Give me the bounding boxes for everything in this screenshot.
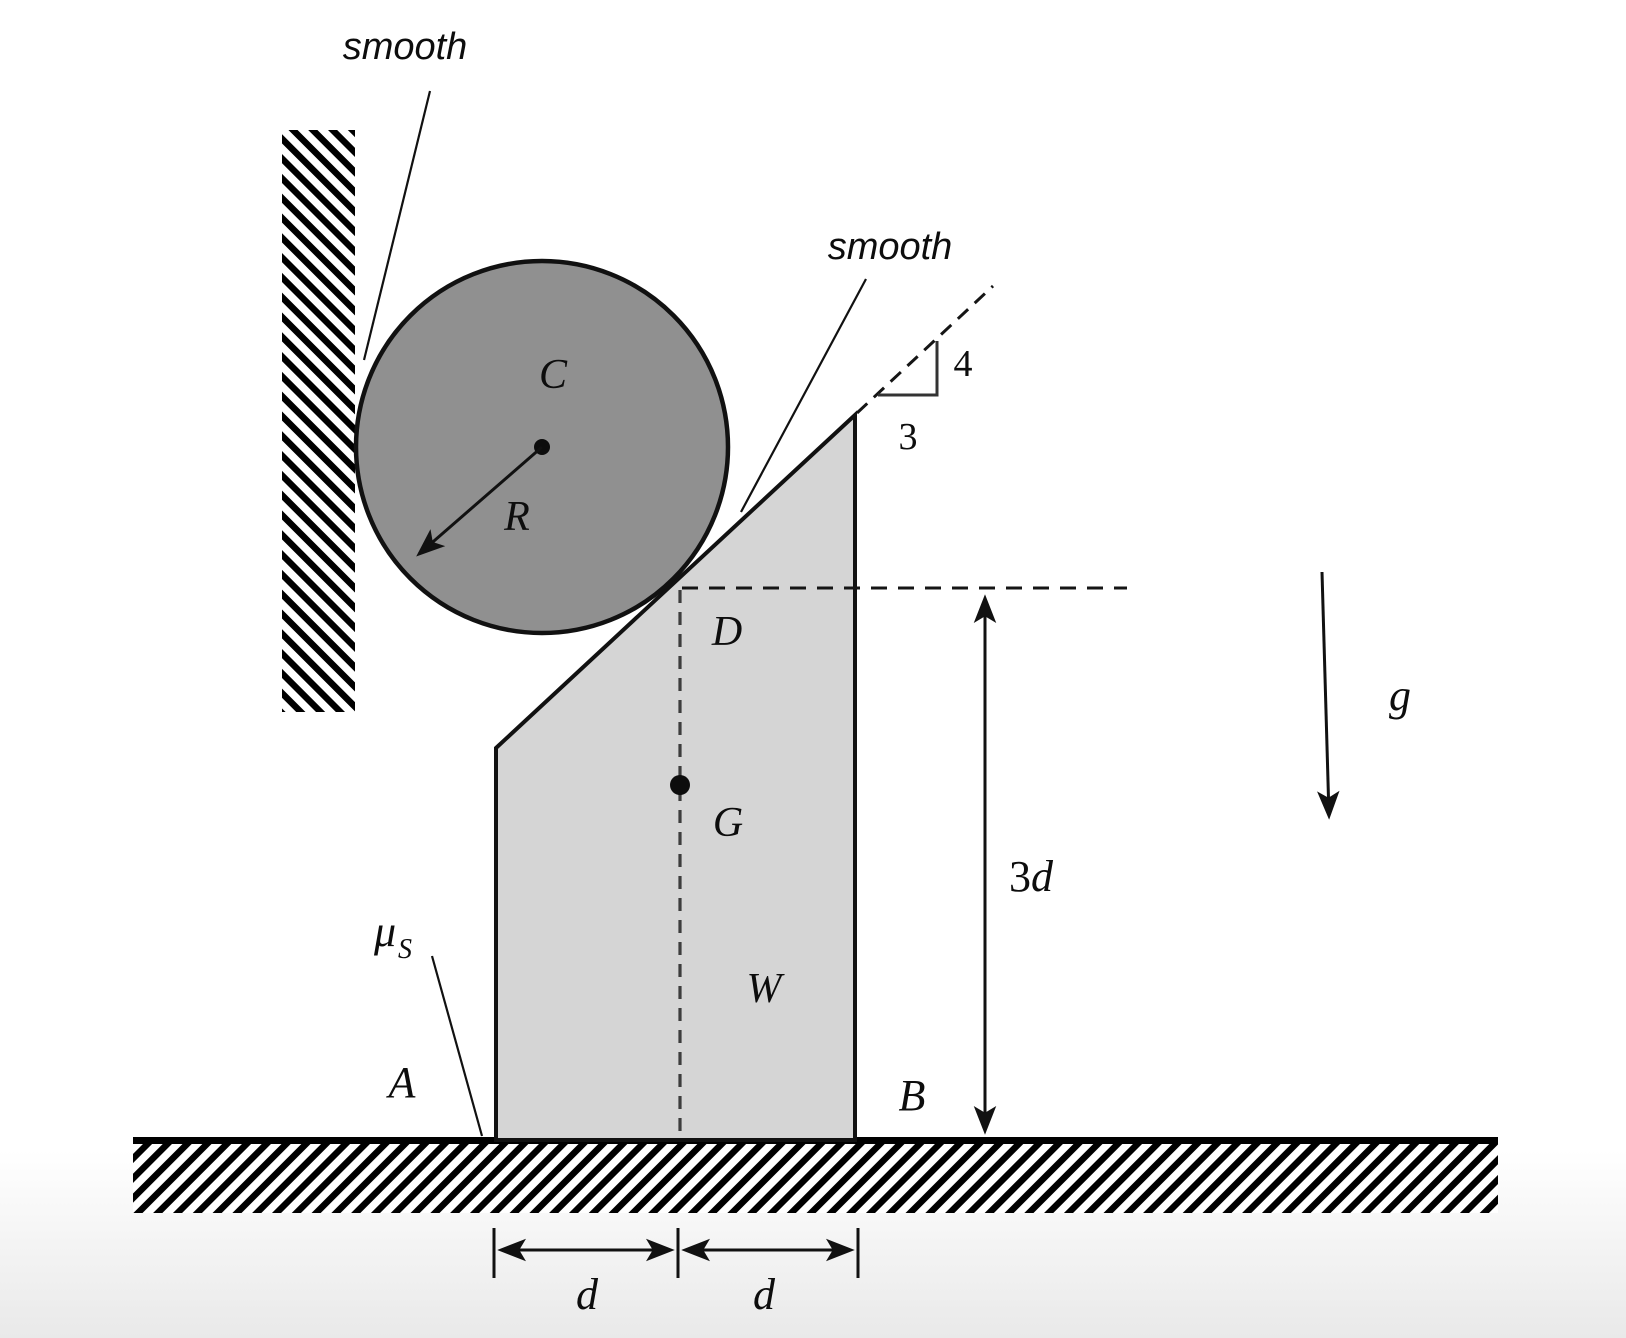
ground-hatch: [133, 1144, 1498, 1213]
weight-label: W: [746, 966, 782, 1012]
friction-coefficient-label: μS: [373, 907, 412, 964]
smooth-incline-leader-line: [740, 278, 867, 513]
gravity-center-dot: [670, 775, 690, 795]
height-variable: d: [1031, 852, 1053, 901]
slope-triangle: [878, 341, 939, 397]
dim-d-left-label: d: [576, 1270, 598, 1319]
radius-arrow: [416, 445, 543, 557]
smooth-wall-label: smooth: [342, 26, 468, 68]
point-b-label: B: [898, 1071, 926, 1120]
smooth-wall-leader-line: [362, 90, 432, 361]
smooth-incline-label: smooth: [827, 226, 953, 268]
gravity-label: g: [1389, 671, 1411, 720]
point-a-label: A: [388, 1058, 416, 1107]
point-d-label: D: [711, 609, 743, 655]
mu-subscript: S: [398, 934, 413, 965]
gravity-center-label: G: [712, 800, 744, 846]
slope-rise-label: 4: [953, 343, 973, 385]
wall-hatch: [282, 130, 355, 712]
height-dimension-label: 3d: [1009, 855, 1053, 899]
slope-run-label: 3: [898, 416, 918, 458]
mu-symbol: μ: [373, 907, 397, 956]
incline-extension-dashed-line: [855, 284, 995, 415]
mu-leader-line: [430, 955, 484, 1137]
gravity-arrow: [1317, 571, 1340, 820]
radius-label: R: [504, 494, 530, 540]
height-coefficient: 3: [1009, 852, 1031, 901]
dim-d-right-label: d: [753, 1270, 775, 1319]
cylinder-center-label: C: [538, 352, 568, 398]
